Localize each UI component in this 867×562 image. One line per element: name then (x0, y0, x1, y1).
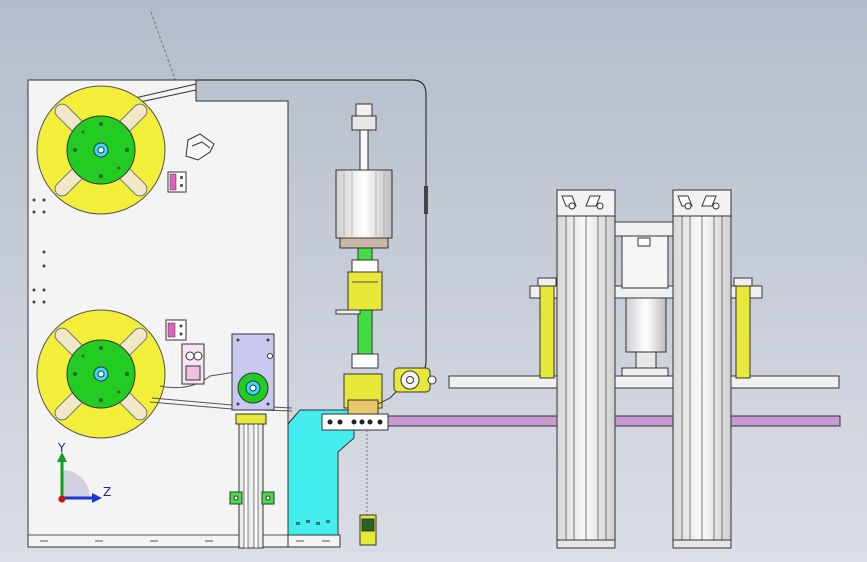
construction-line (150, 11, 177, 83)
cutter-head-block[interactable] (321, 413, 389, 515)
lower-sensor-bracket (165, 319, 205, 385)
left-guide-column[interactable] (229, 413, 275, 549)
bottom-photo-sensor (359, 514, 377, 546)
cyan-tape-guide (287, 409, 355, 548)
worktable-plate (448, 375, 840, 389)
y-axis-label: Y (57, 441, 66, 455)
coordinate-triad: Y Z (57, 441, 111, 503)
cable-clip (424, 186, 428, 214)
origin-dot (58, 495, 66, 503)
upper-reel[interactable] (36, 83, 197, 215)
z-axis-label: Z (103, 485, 111, 499)
green-spindle-shaft (335, 247, 383, 415)
lifting-servo-motor[interactable] (613, 221, 675, 377)
left-yellow-post (537, 277, 557, 379)
idler-roller[interactable] (377, 367, 437, 405)
servo-motor[interactable] (335, 103, 393, 249)
lavender-motor-plate[interactable] (231, 333, 275, 411)
right-yellow-post (733, 277, 753, 379)
left-aluminium-profile[interactable] (556, 189, 616, 549)
upper-sensor-bracket (167, 133, 215, 193)
lower-reel[interactable] (36, 309, 166, 439)
right-aluminium-profile[interactable] (672, 189, 732, 549)
